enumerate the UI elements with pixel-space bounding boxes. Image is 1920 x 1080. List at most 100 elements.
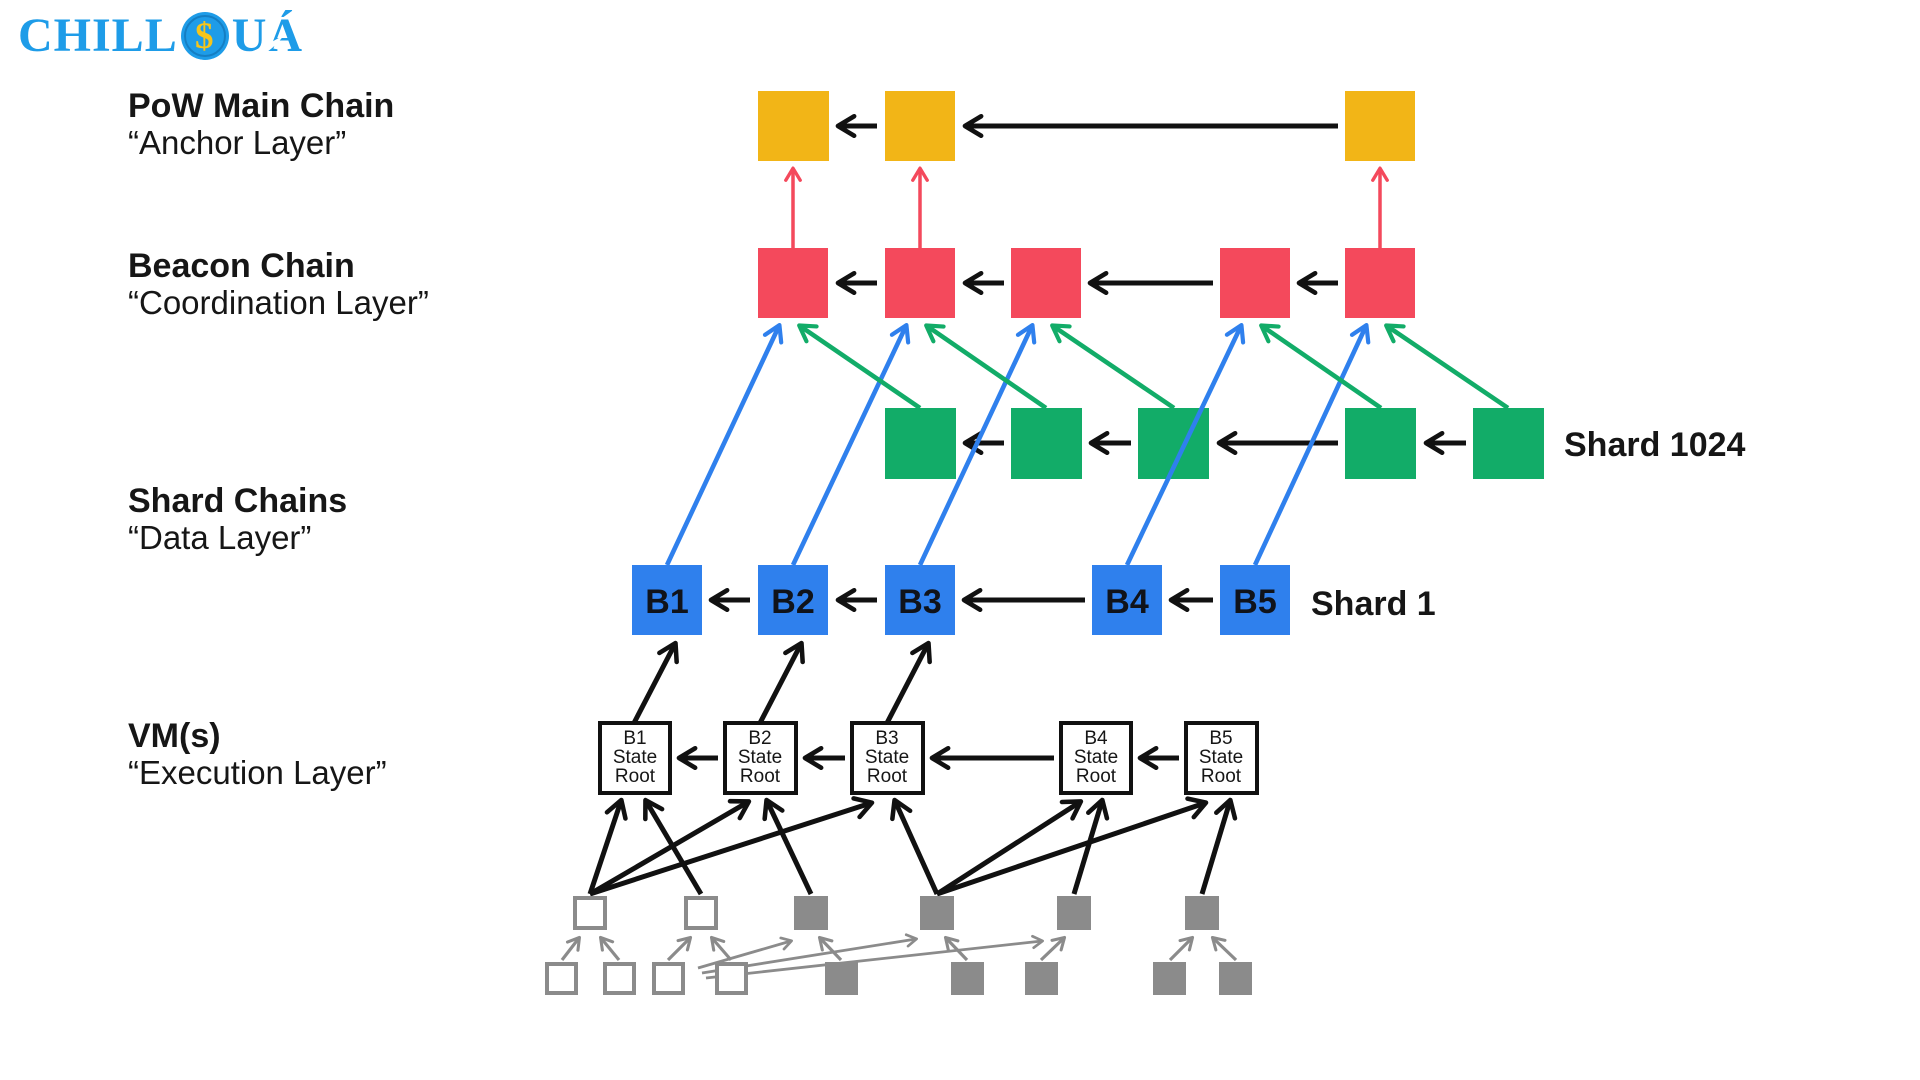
sr2-line3: Root <box>740 766 781 787</box>
stateroot-box-b1 <box>598 721 672 795</box>
arrow-node4-to-sr5 <box>936 796 1209 897</box>
shard1-label: Shard 1 <box>1311 585 1436 623</box>
arrow-node2-to-sr1 <box>643 797 704 896</box>
arrow-witness7-to-node5 <box>1039 935 1067 962</box>
sr5-line2: State <box>1199 747 1243 768</box>
state-node-5 <box>1057 896 1091 930</box>
witness-node-9 <box>1219 962 1252 995</box>
shard1024-block-5 <box>1473 408 1544 479</box>
layer-title-beacon: Beacon Chain <box>128 247 355 285</box>
stateroot-box-b2-text: B2 State Root <box>738 728 782 787</box>
shard1-block-b5 <box>1220 565 1290 635</box>
arrow-node3-to-sr2 <box>762 797 814 896</box>
witness-node-1 <box>545 962 578 995</box>
sr1-line2: State <box>613 747 657 768</box>
sr3-line1: B3 <box>875 728 898 749</box>
arrow-b1-to-beacon1 <box>664 323 784 566</box>
beacon-block-4 <box>1220 248 1290 318</box>
pow-block-3 <box>1345 91 1415 161</box>
witness-node-5 <box>825 962 858 995</box>
dollar-icon: $ <box>194 15 215 57</box>
stateroot-box-b5-text: B5 State Root <box>1199 728 1243 787</box>
shard1024-block-2 <box>1011 408 1082 479</box>
witness-node-7 <box>1025 962 1058 995</box>
witness-node-6 <box>951 962 984 995</box>
chain-arrows <box>676 113 1466 771</box>
state-node-1 <box>573 896 607 930</box>
arrow-sr2-to-b2 <box>757 640 805 725</box>
arrow-shard1024-2-to-beacon2 <box>924 323 1048 410</box>
stateroot-box-b2 <box>723 721 798 795</box>
arrow-b4-to-beacon4 <box>1124 323 1246 566</box>
arrow-witness8-to-node6 <box>1168 935 1195 962</box>
witness-node-2 <box>603 962 636 995</box>
stateroot-box-b5 <box>1184 721 1259 795</box>
sr1-line1: B1 <box>623 728 646 749</box>
shard1-block-b2-label: B2 <box>771 583 814 621</box>
arrow-node4-to-sr4 <box>935 799 1084 897</box>
shard1-block-b1-label: B1 <box>645 583 688 621</box>
arrow-b2-to-beacon2 <box>790 323 911 566</box>
beacon-to-pow-arrows <box>784 166 1389 248</box>
arrow-b3-to-beacon3 <box>917 323 1037 566</box>
layer-title-vm: VM(s) <box>128 717 221 755</box>
arrow-node1-to-sr1 <box>587 797 628 895</box>
arrow-witness9-to-node6 <box>1210 935 1238 962</box>
logo: CHILL $ UÁ <box>18 9 303 66</box>
arrow-shard1024-1-to-beacon1 <box>797 323 922 410</box>
witness-node-3 <box>652 962 685 995</box>
pow-block-1 <box>758 91 829 161</box>
shard1-block-b2 <box>758 565 828 635</box>
arrow-b5-to-beacon5 <box>1252 323 1371 566</box>
stateroot-box-b1-text: B1 State Root <box>613 728 657 787</box>
shard1-block-b4-label: B4 <box>1105 583 1149 621</box>
arrow-witnesses-to-node5-long <box>705 934 1044 980</box>
crosslink-arrows <box>664 323 1510 566</box>
layer-subtitle-vm: “Execution Layer” <box>128 754 387 791</box>
beacon-block-5 <box>1345 248 1415 318</box>
sr3-line3: Root <box>867 766 908 787</box>
witness-node-4 <box>715 962 748 995</box>
arrow-witness6-to-node4 <box>943 935 969 962</box>
beacon-block-3 <box>1011 248 1081 318</box>
arrow-shard1024-5-to-beacon5 <box>1384 323 1510 410</box>
arrow-witness2-to-node1 <box>598 935 621 962</box>
layer-title-shard: Shard Chains <box>128 482 347 520</box>
layer-subtitle-shard: “Data Layer” <box>128 519 311 556</box>
state-node-3 <box>794 896 828 930</box>
shard1-row: B1 B2 B3 B4 B5 Shard 1 <box>632 565 1436 635</box>
arrow-node5-to-sr4 <box>1071 797 1110 895</box>
arrow-sr3-to-b3 <box>884 640 932 725</box>
layer-title-pow: PoW Main Chain <box>128 87 394 125</box>
arrow-node4-to-sr3 <box>890 797 940 896</box>
sr5-line3: Root <box>1201 766 1242 787</box>
logo-swoosh-icon <box>172 35 284 66</box>
sr4-line2: State <box>1074 747 1118 768</box>
arrow-witness4-to-node2 <box>709 935 733 962</box>
layer-subtitle-beacon: “Coordination Layer” <box>128 284 429 321</box>
shard1024-block-4 <box>1345 408 1416 479</box>
stateroot-box-b4-text: B4 State Root <box>1074 728 1118 787</box>
stateroot-row: B1 State Root B2 State Root B3 State Roo… <box>598 721 1259 795</box>
sr5-line1: B5 <box>1209 728 1232 749</box>
layer-labels: PoW Main Chain “Anchor Layer” Beacon Cha… <box>128 87 429 791</box>
stateroot-box-b3-text: B3 State Root <box>865 728 909 787</box>
sr4-line1: B4 <box>1084 728 1108 749</box>
witness-node-8 <box>1153 962 1186 995</box>
arrow-node1-to-sr3 <box>589 796 875 897</box>
logo-coin-icon: $ <box>172 12 284 66</box>
arrow-witness1-to-node1 <box>560 935 581 961</box>
shard1024-label: Shard 1024 <box>1564 426 1746 464</box>
shard1-block-b3-label: B3 <box>898 583 941 621</box>
logo-text-chill: CHILL <box>18 9 178 62</box>
arrow-node1-to-sr2 <box>588 798 752 897</box>
arrow-shard1024-4-to-beacon4 <box>1259 323 1383 410</box>
shard1-block-b1 <box>632 565 702 635</box>
tree-to-stateroot-arrows <box>587 796 1238 897</box>
arrow-node6-to-sr5 <box>1199 797 1238 895</box>
shard1024-block-1 <box>885 408 956 479</box>
shard1024-row: Shard 1024 <box>885 408 1746 479</box>
state-node-2 <box>684 896 718 930</box>
state-node-4 <box>920 896 954 930</box>
